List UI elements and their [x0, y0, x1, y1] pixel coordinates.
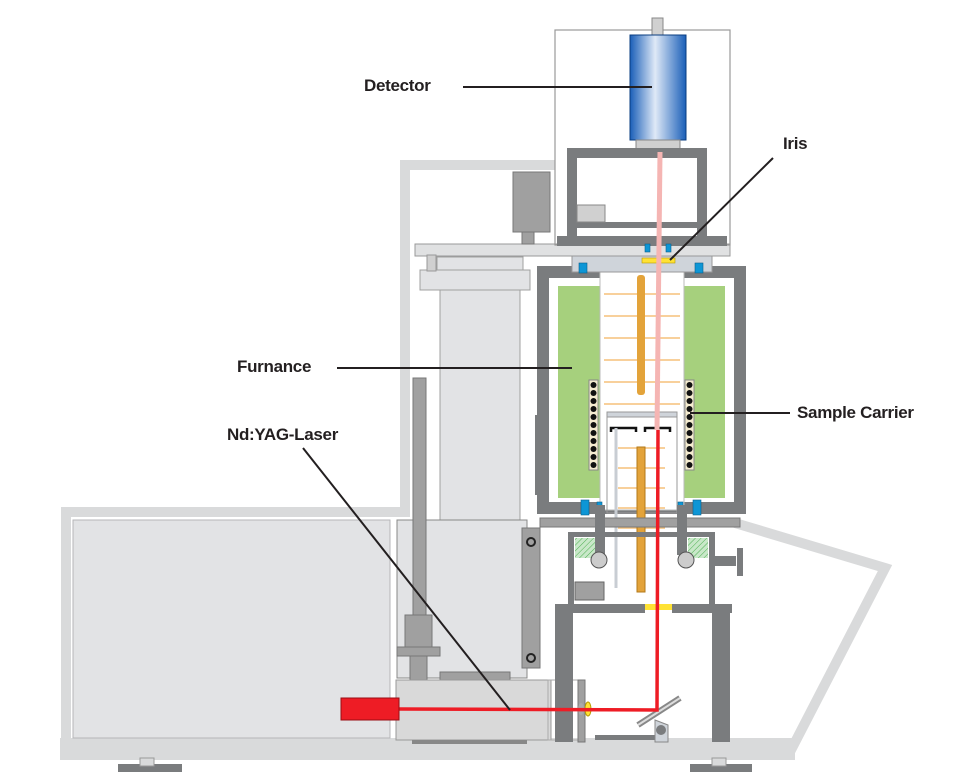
- lower-stand: [555, 604, 732, 742]
- vacuum-port-flange: [737, 548, 743, 576]
- furnace-handle: [535, 415, 543, 495]
- coil-dot: [686, 382, 693, 388]
- shutter-block: [576, 204, 606, 223]
- coil-dot: [686, 438, 693, 444]
- coil-dot: [590, 454, 597, 460]
- foot-left-stem: [139, 757, 155, 767]
- label-iris: Iris: [783, 134, 808, 153]
- lift-bracket: [396, 646, 441, 657]
- detector-cap: [651, 17, 664, 36]
- lower-flange: [568, 505, 715, 608]
- coil-dot: [590, 422, 597, 428]
- mirror: [636, 695, 682, 743]
- coil-dot: [686, 430, 693, 436]
- label-sample-carrier: Sample Carrier: [797, 403, 914, 422]
- coil-dot: [686, 422, 693, 428]
- coil-dot: [686, 454, 693, 460]
- sensor-block: [574, 581, 605, 601]
- coil-dot: [590, 430, 597, 436]
- foot-right-stem: [711, 757, 727, 767]
- lift-coupling: [409, 655, 428, 682]
- label-nd-yag-laser: Nd:YAG-Laser: [227, 425, 339, 444]
- coil-dot: [590, 398, 597, 404]
- coil-dot: [590, 406, 597, 412]
- plate-post: [426, 254, 437, 272]
- detector-beam: [654, 151, 663, 431]
- foot-right: [690, 764, 752, 772]
- coil-dot: [686, 446, 693, 452]
- housing-outline: [61, 160, 893, 755]
- coil-dot: [590, 446, 597, 452]
- water-cooling-right: [688, 538, 708, 558]
- nd-yag-laser: [340, 697, 400, 721]
- coil-dot: [686, 462, 693, 468]
- coil-dot: [590, 462, 597, 468]
- bearing-left: [590, 551, 608, 569]
- electronics-panel: [72, 519, 391, 739]
- motor-block: [512, 171, 551, 233]
- heater-coil-dots: [590, 382, 693, 468]
- side-rail: [521, 527, 541, 669]
- vacuum-port: [714, 556, 736, 566]
- lift-motor: [404, 614, 433, 648]
- column-collar: [436, 256, 524, 271]
- coil-dot: [686, 398, 693, 404]
- seals: [578, 243, 704, 516]
- leader-lines: [302, 86, 790, 711]
- base-plate: [60, 738, 795, 760]
- water-cooling-left: [575, 538, 595, 558]
- column-cap: [419, 269, 531, 291]
- column: [439, 289, 521, 523]
- coil-dot: [590, 438, 597, 444]
- bolt-icon: [526, 653, 536, 663]
- detector-stand: [557, 148, 727, 246]
- thermocouple-rod-upper: [637, 275, 645, 395]
- laser-beam: [398, 429, 660, 712]
- coil-dot: [590, 382, 597, 388]
- coil-dot: [686, 390, 693, 396]
- bearing-right: [677, 551, 695, 569]
- foot-left: [118, 764, 182, 772]
- lift-rod: [412, 377, 427, 619]
- motor-shaft: [521, 231, 535, 245]
- bolt-icon: [526, 537, 536, 547]
- coil-dot: [686, 414, 693, 420]
- coil-dot: [590, 390, 597, 396]
- label-detector: Detector: [364, 76, 431, 95]
- coil-dot: [590, 414, 597, 420]
- furnace-bottom-plate: [539, 517, 741, 528]
- laser-housing-foot: [412, 740, 527, 744]
- label-furnace: Furnance: [237, 357, 312, 376]
- coil-dot: [686, 406, 693, 412]
- sample-carrier-top: [606, 411, 678, 418]
